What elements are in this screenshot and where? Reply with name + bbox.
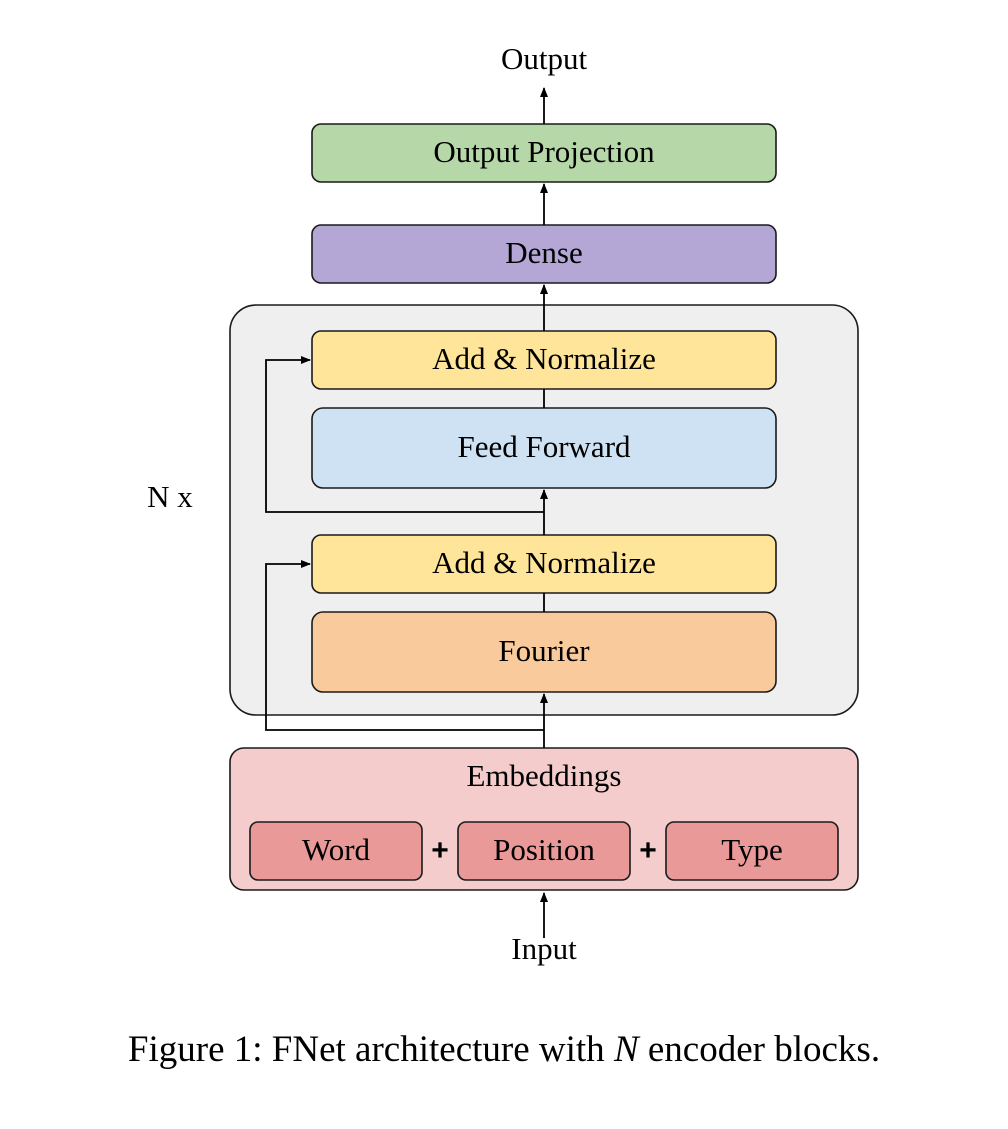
figure-caption: Figure 1: FNet architecture with N encod… [128,1029,880,1070]
word-embedding-label: Word [302,832,371,867]
caption-variable: N [613,1029,641,1070]
caption-suffix: encoder blocks. [639,1029,880,1070]
feed-forward-label: Feed Forward [457,429,631,464]
plus-operator: + [639,834,657,867]
dense-label: Dense [505,235,582,270]
position-embedding-box [457,821,631,881]
plus-operator: + [431,834,449,867]
output-label: Output [501,41,588,76]
repeat-count-label: N x [147,479,193,514]
add-normalize-bottom-label: Add & Normalize [432,545,656,580]
add-normalize-top-label: Add & Normalize [432,341,656,376]
residual-connection-top [265,356,544,513]
position-embedding-label: Position [493,832,595,867]
embeddings-label: Embeddings [467,758,622,793]
word-embedding-box [249,821,423,881]
caption-prefix: Figure 1: FNet architecture with [128,1029,614,1070]
type-embedding-box [665,821,839,881]
output-projection-label: Output Projection [433,134,655,169]
fourier-label: Fourier [498,633,590,668]
type-embedding-label: Type [721,832,783,867]
input-label: Input [511,931,577,966]
residual-connection-bottom [265,560,544,731]
